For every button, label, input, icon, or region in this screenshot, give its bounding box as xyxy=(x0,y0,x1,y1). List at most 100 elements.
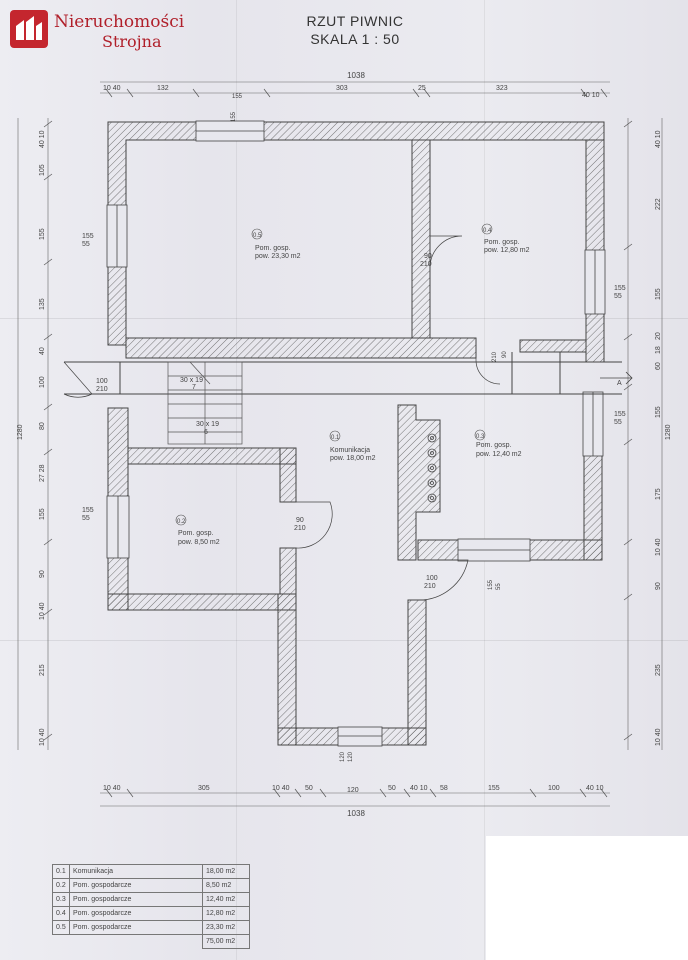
walls-hatched xyxy=(107,121,605,746)
right-dim: 155 xyxy=(655,288,662,300)
right-dim: 175 xyxy=(655,488,662,500)
bottom-dim: 120 xyxy=(347,787,359,794)
room-area: pow. 23,30 m2 xyxy=(255,253,301,260)
wall-0.2-east xyxy=(279,447,297,503)
room-number: 0.1 xyxy=(331,435,340,441)
door-dim: 90 xyxy=(424,253,432,260)
left-dim: 90 xyxy=(39,570,46,578)
bottom-window-dim: 120 xyxy=(348,751,354,762)
table-cell: 8,50 m2 xyxy=(202,878,250,893)
table-row: 0.1 Komunikacja 18,00 m2 xyxy=(52,864,250,879)
top-dim: 155 xyxy=(232,94,243,100)
top-dim: 40 10 xyxy=(582,92,600,99)
bottom-dim: 40 10 xyxy=(586,785,604,792)
table-cell: Pom. gospodarcze xyxy=(69,906,203,921)
window-dim: 155 xyxy=(488,579,494,590)
corridor-west-wall xyxy=(277,593,297,746)
stair-step-dim: 30 x 19 xyxy=(196,421,219,428)
plan-title: RZUT PIWNIC SKALA 1 : 50 xyxy=(270,12,440,48)
bottom-dim: 40 10 xyxy=(410,785,428,792)
area-table: 0.1 Komunikacja 18,00 m2 0.2 Pom. gospod… xyxy=(52,864,250,949)
table-cell: Komunikacja xyxy=(69,864,203,879)
left-dim: 10 40 xyxy=(39,728,46,746)
door-dim: 100 xyxy=(96,378,108,385)
wall-0.5-south xyxy=(125,337,477,359)
left-dim: 105 xyxy=(39,164,46,176)
table-total-row: 75,00 m2 xyxy=(53,934,250,949)
window-dim: 155 xyxy=(614,411,626,418)
table-cell: 12,40 m2 xyxy=(202,892,250,907)
room-number: 0.4 xyxy=(483,228,492,234)
room-number: 0.2 xyxy=(177,519,186,525)
bottom-dim: 305 xyxy=(198,785,210,792)
top-dim: 323 xyxy=(496,85,508,92)
bottom-dim: 155 xyxy=(488,785,500,792)
top-window-dim: 155 xyxy=(231,111,237,122)
plan-title-line: RZUT PIWNIC xyxy=(306,13,404,29)
left-dim: 100 xyxy=(39,376,46,388)
company-logo: Nieruchomości Strojna xyxy=(10,10,185,52)
corridor-lines xyxy=(64,352,622,395)
stairs xyxy=(167,361,243,445)
bottom-dim: 100 xyxy=(548,785,560,792)
table-row: 0.5 Pom. gospodarcze 23,30 m2 xyxy=(52,920,250,935)
room-name: Pom. gosp. xyxy=(178,530,213,537)
room-number: 0.3 xyxy=(476,434,485,440)
stair-count: 7 xyxy=(192,384,196,391)
dimension-ticks xyxy=(43,88,633,798)
corridor-east-wall xyxy=(407,599,427,746)
window-dim: 55 xyxy=(614,419,622,426)
room-area: pow. 8,50 m2 xyxy=(178,539,220,546)
wall-0.4-south xyxy=(519,339,587,353)
left-total-dim: 1280 xyxy=(17,424,24,440)
left-dim: 80 xyxy=(39,422,46,430)
room-name: Pom. gosp. xyxy=(255,245,290,252)
door-dim: 210 xyxy=(420,261,432,268)
paper-fold xyxy=(0,640,688,641)
table-row: 0.3 Pom. gospodarcze 12,40 m2 xyxy=(52,892,250,907)
left-dim: 155 xyxy=(39,508,46,520)
paper-fold xyxy=(484,0,485,960)
logo-icon xyxy=(10,10,48,48)
left-dim: 27 28 xyxy=(39,464,46,482)
top-dim: 303 xyxy=(336,85,348,92)
bottom-dim: 50 xyxy=(305,785,313,792)
bottom-dim: 10 40 xyxy=(272,785,290,792)
section-marker-label: A xyxy=(617,380,622,387)
right-dim: 20 xyxy=(655,332,662,340)
table-cell: 0.3 xyxy=(52,892,70,907)
top-dim: 25 xyxy=(418,85,426,92)
right-dim: 10 40 xyxy=(655,538,662,556)
table-cell: 0.1 xyxy=(52,864,70,879)
room-name: Komunikacja xyxy=(330,447,370,454)
room-label-0.1: 0.1 Komunikacja pow. 18,00 m2 xyxy=(329,430,376,462)
top-dim: 10 40 xyxy=(103,85,121,92)
window-dim: 155 xyxy=(82,507,94,514)
left-dim: 40 10 xyxy=(39,130,46,148)
left-dim: 10 40 xyxy=(39,602,46,620)
room-number: 0.5 xyxy=(253,233,262,239)
table-cell: 12,80 m2 xyxy=(202,906,250,921)
room-area: pow. 12,40 m2 xyxy=(476,451,522,458)
table-cell: Pom. gospodarcze xyxy=(69,920,203,935)
table-cell: 0.2 xyxy=(52,878,70,893)
wall-0.5-east xyxy=(411,139,431,339)
window-dim: 55 xyxy=(82,241,90,248)
room-label-0.3: 0.3 Pom. gosp. pow. 12,40 m2 xyxy=(474,429,522,458)
right-dim: 235 xyxy=(655,664,662,676)
outer-wall-north xyxy=(107,121,605,346)
bottom-dim: 58 xyxy=(440,785,448,792)
room-name: Pom. gosp. xyxy=(484,239,519,246)
left-dim: 215 xyxy=(39,664,46,676)
bottom-dim: 10 40 xyxy=(103,785,121,792)
door-dim: 210 xyxy=(96,386,108,393)
section-marker xyxy=(600,371,633,385)
chimney-block xyxy=(397,404,441,561)
left-dim: 155 xyxy=(39,228,46,240)
door-dim: 90 xyxy=(502,351,508,358)
right-dim: 10 40 xyxy=(655,728,662,746)
right-total-dim: 1280 xyxy=(665,424,672,440)
window-dim: 55 xyxy=(82,515,90,522)
window-dim: 155 xyxy=(614,285,626,292)
